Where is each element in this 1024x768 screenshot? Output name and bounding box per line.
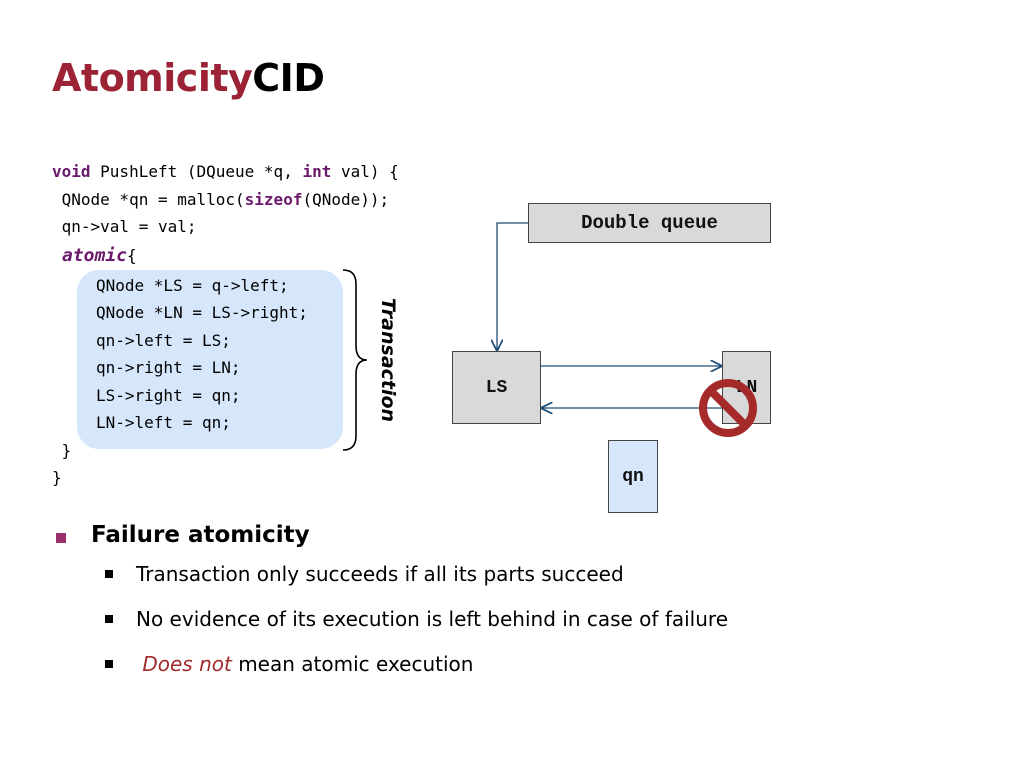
bullet-item-text: mean atomic execution xyxy=(231,652,474,676)
title-cid: CID xyxy=(252,56,325,100)
code-text: (QNode)); xyxy=(302,190,390,209)
tx-line: qn->left = LS; xyxy=(96,331,231,350)
bullet-item: No evidence of its execution is left beh… xyxy=(136,607,728,631)
bullet-marker xyxy=(105,615,113,623)
code-text: { xyxy=(127,246,137,265)
emphasis-does-not: Does not xyxy=(142,652,232,676)
bullet-item: Does not mean atomic execution xyxy=(136,652,473,676)
code-text: PushLeft (DQueue *q, xyxy=(90,162,303,181)
tx-line: LN->left = qn; xyxy=(96,413,231,432)
keyword-int: int xyxy=(302,162,332,181)
tx-line: qn->right = LN; xyxy=(96,358,241,377)
code-line-close-inner: } xyxy=(52,441,72,460)
code-line-signature: void PushLeft (DQueue *q, int val) { xyxy=(52,162,399,182)
code-line-assign: qn->val = val; xyxy=(52,217,197,236)
bullet-marker xyxy=(105,660,113,668)
curly-brace-icon xyxy=(342,269,368,451)
tx-line: QNode *LN = LS->right; xyxy=(96,303,308,322)
tx-line: QNode *LS = q->left; xyxy=(96,276,289,295)
code-line-atomic: atomic{ xyxy=(62,246,137,266)
bullet-heading: Failure atomicity xyxy=(91,522,310,548)
slide-title: AtomicityCID xyxy=(52,56,325,100)
keyword-atomic: atomic xyxy=(62,245,128,266)
title-atomicity: Atomicity xyxy=(52,56,253,100)
prohibited-icon xyxy=(699,379,757,437)
arrow-dq-to-ls xyxy=(497,222,528,350)
code-line-malloc: QNode *qn = malloc(sizeof(QNode)); xyxy=(52,190,390,210)
ls-node: LS xyxy=(452,351,541,424)
code-line-close-outer: } xyxy=(52,468,62,487)
transaction-highlight xyxy=(77,270,343,449)
keyword-sizeof: sizeof xyxy=(244,190,303,209)
bullet-marker xyxy=(56,533,66,543)
keyword-void: void xyxy=(52,162,91,181)
qn-node: qn xyxy=(608,440,658,513)
code-text: val) { xyxy=(331,162,399,181)
code-text: QNode *qn = malloc( xyxy=(52,190,245,209)
bullet-item: Transaction only succeeds if all its par… xyxy=(136,562,624,586)
double-queue-box: Double queue xyxy=(528,203,771,243)
bullet-marker xyxy=(105,570,113,578)
tx-line: LS->right = qn; xyxy=(96,386,241,405)
